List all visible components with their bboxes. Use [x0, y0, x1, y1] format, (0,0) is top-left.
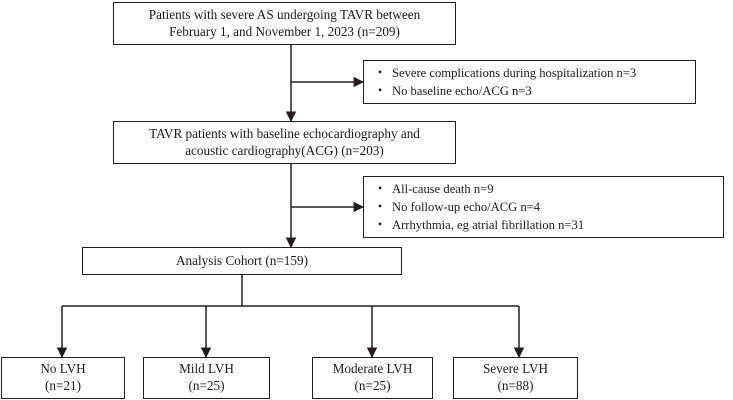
node-analysis-cohort: Analysis Cohort (n=159): [82, 247, 402, 275]
outcome-label: Severe LVH: [482, 361, 549, 377]
node-baseline-line-2: acoustic cardiography(ACG) (n=203): [185, 142, 384, 158]
outcome-count: (n=21): [44, 378, 81, 393]
node-enrolled-patients: Patients with severe AS undergoing TAVR …: [113, 2, 456, 45]
node-outcome-moderate-lvh: Moderate LVH (n=25): [312, 357, 433, 399]
outcome-label: No LVH: [40, 361, 86, 377]
node-outcome-no-lvh: No LVH (n=21): [1, 357, 125, 399]
node-outcome-mild-lvh: Mild LVH (n=25): [143, 357, 270, 399]
node-exclusion-group-followup: All-cause death n=9 No follow-up echo/AC…: [363, 176, 724, 238]
outcome-label: Mild LVH: [179, 361, 234, 377]
exclusion-item: No follow-up echo/ACG n=4: [378, 198, 715, 216]
exclusion-list-2: All-cause death n=9 No follow-up echo/AC…: [374, 180, 715, 235]
node-cohort-line-1: Analysis Cohort (n=159): [176, 252, 308, 268]
outcome-count: (n=88): [497, 378, 534, 393]
node-outcome-severe-lvh: Severe LVH (n=88): [453, 357, 578, 399]
node-baseline-line-1: TAVR patients with baseline echocardiogr…: [149, 125, 420, 141]
outcome-label: Moderate LVH: [332, 361, 413, 377]
outcome-count: (n=25): [354, 378, 391, 393]
exclusion-list-1: Severe complications during hospitalizat…: [374, 64, 687, 101]
exclusion-item: Arrhythmia, eg atrial fibrillation n=31: [378, 216, 715, 234]
outcome-count: (n=25): [188, 378, 225, 393]
node-baseline-assessed: TAVR patients with baseline echocardiogr…: [113, 121, 456, 164]
node-exclusion-group-baseline: Severe complications during hospitalizat…: [363, 60, 696, 104]
exclusion-item: All-cause death n=9: [378, 180, 715, 198]
node-enrolled-line-2: February 1, and November 1, 2023 (n=209): [169, 23, 400, 39]
exclusion-item: No baseline echo/ACG n=3: [378, 82, 687, 100]
exclusion-item: Severe complications during hospitalizat…: [378, 64, 687, 82]
node-enrolled-line-1: Patients with severe AS undergoing TAVR …: [148, 6, 421, 22]
